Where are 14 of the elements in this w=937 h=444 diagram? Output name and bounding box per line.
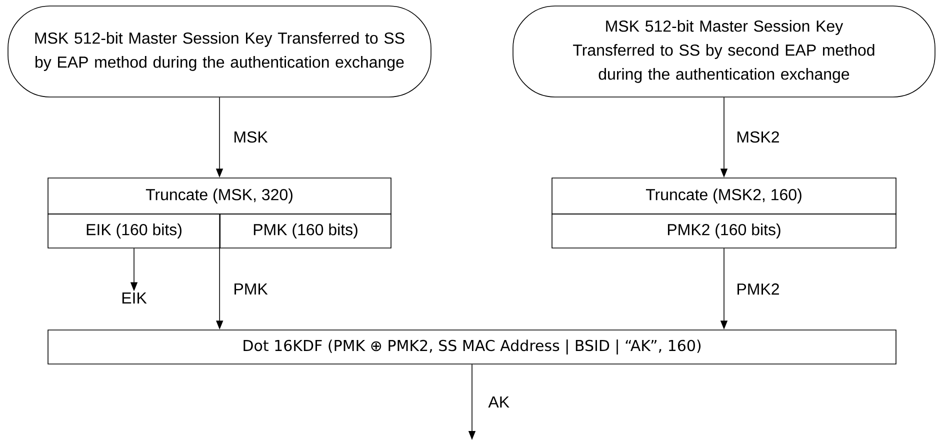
process-box: EIK (160 bits) (48, 214, 220, 248)
process-box: PMK2 (160 bits) (552, 214, 896, 248)
edge-label: MSK2 (735, 130, 781, 144)
process-box: Truncate (MSK, 320) (48, 178, 392, 214)
output-label: EIK (122, 292, 147, 304)
process-box: Truncate (MSK2, 160) (552, 178, 896, 214)
edge-label: MSK (232, 130, 269, 144)
terminal-box: MSK 512-bit Master Session Key Transferred to SS by second EAP method during the authentication exchange (512, 6, 936, 98)
edge-label: PMK2 (735, 282, 781, 296)
process-box: PMK (160 bits) (220, 214, 392, 248)
process-box: Dot 16KDF (PMK ⊕ PMK2, SS MAC Address | BSID | “AK”, 160) (48, 330, 896, 364)
edge-label: PMK (232, 282, 269, 296)
terminal-box: MSK 512-bit Master Session Key Transferred to SS by EAP method during the authentication exchange (8, 6, 432, 98)
edge-label: AK (487, 396, 511, 408)
